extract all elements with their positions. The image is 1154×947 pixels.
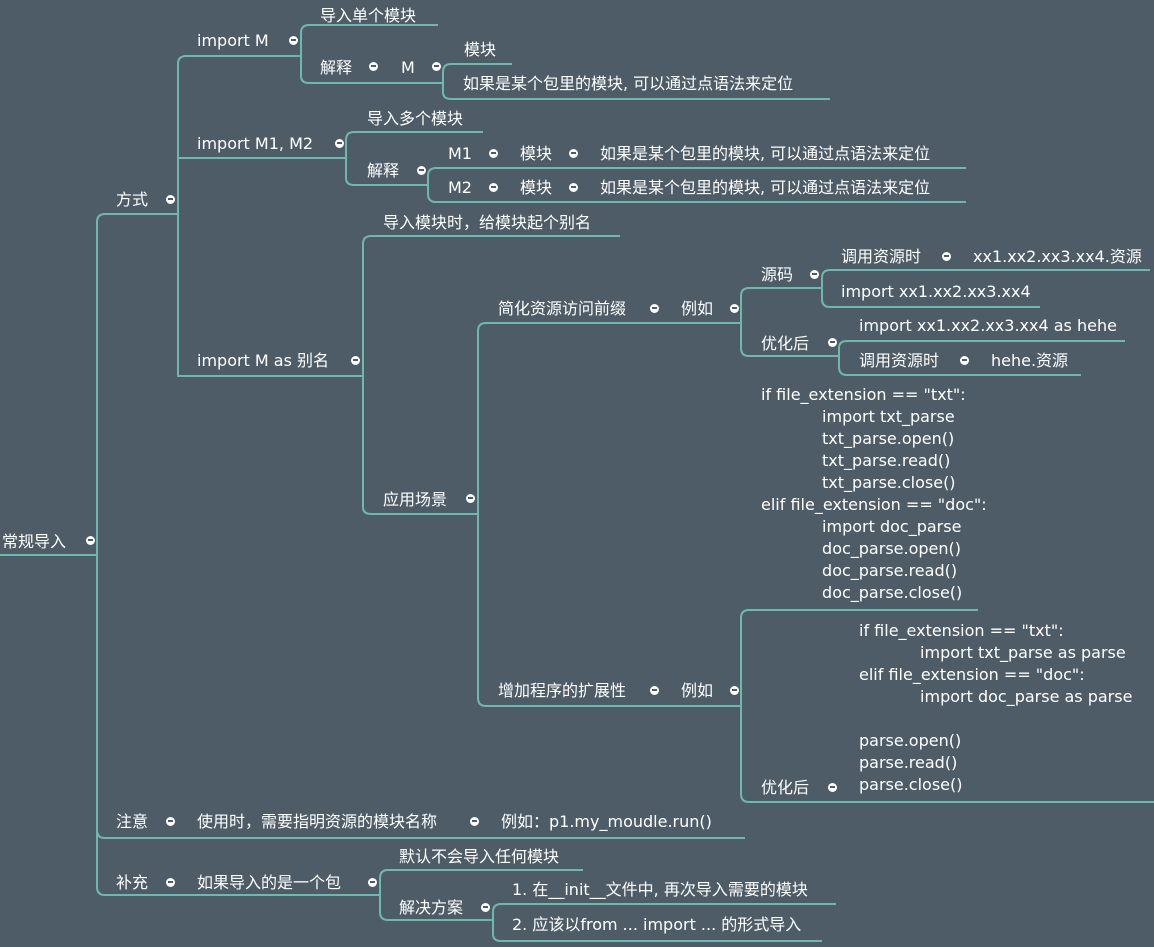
collapse-icon[interactable] (489, 183, 498, 192)
collapse-icon[interactable] (960, 356, 969, 365)
node-supplement[interactable]: 补充 (116, 873, 149, 892)
code-block-original[interactable]: if file_extension == "txt": import txt_p… (761, 384, 987, 604)
collapse-icon[interactable] (289, 36, 298, 45)
node-import-m1m2-explain[interactable]: 解释 (367, 161, 400, 180)
collapse-icon[interactable] (368, 878, 377, 887)
node-m1-note[interactable]: 如果是某个包里的模块, 可以通过点语法来定位 (600, 144, 931, 163)
collapse-icon[interactable] (166, 195, 175, 204)
collapse-icon[interactable] (432, 62, 441, 71)
node-solution[interactable]: 解决方案 (399, 898, 464, 917)
node-m1-module[interactable]: 模块 (520, 144, 553, 163)
node-import-as[interactable]: import M as 别名 (197, 351, 330, 370)
code-line: doc_parse.read() (761, 561, 958, 580)
code-line: parse.open() (859, 731, 962, 750)
code-line: if file_extension == "txt": (859, 621, 1064, 640)
collapse-icon[interactable] (351, 356, 360, 365)
node-simplify-example[interactable]: 例如 (681, 299, 714, 318)
collapse-icon[interactable] (166, 878, 175, 887)
node-m1[interactable]: M1 (448, 144, 472, 163)
collapse-icon[interactable] (335, 139, 344, 148)
code-line: txt_parse.close() (761, 473, 956, 492)
node-extend[interactable]: 增加程序的扩展性 (498, 681, 627, 700)
collapse-icon[interactable] (942, 252, 951, 261)
node-optimized-2[interactable]: 优化后 (761, 778, 810, 797)
collapse-icon[interactable] (369, 62, 378, 71)
node-m2[interactable]: M2 (448, 178, 472, 197)
code-line: elif file_extension == "doc": (761, 495, 987, 514)
node-opt-path[interactable]: hehe.资源 (991, 351, 1069, 370)
collapse-icon[interactable] (828, 338, 837, 347)
node-m2-note[interactable]: 如果是某个包里的模块, 可以通过点语法来定位 (600, 178, 931, 197)
node-extend-example[interactable]: 例如 (681, 681, 714, 700)
code-line: txt_parse.open() (761, 429, 955, 448)
collapse-icon[interactable] (730, 304, 739, 313)
code-line: import doc_parse as parse (859, 687, 1133, 706)
node-scenario[interactable]: 应用场景 (383, 490, 448, 509)
node-notice-example[interactable]: 例如：p1.my_moudle.run() (501, 812, 712, 831)
collapse-icon[interactable] (828, 783, 837, 792)
collapse-icon[interactable] (650, 686, 659, 695)
collapse-icon[interactable] (466, 494, 475, 503)
node-import-m-module[interactable]: 模块 (464, 40, 497, 59)
collapse-icon[interactable] (166, 817, 175, 826)
node-solution-2[interactable]: 2. 应该以from ... import ... 的形式导入 (512, 915, 802, 934)
node-source-import[interactable]: import xx1.xx2.xx3.xx4 (841, 282, 1031, 301)
collapse-icon[interactable] (569, 183, 578, 192)
node-opt-import[interactable]: import xx1.xx2.xx3.xx4 as hehe (859, 316, 1117, 335)
node-source[interactable]: 源码 (761, 265, 794, 284)
node-solution-1[interactable]: 1. 在__init__文件中, 再次导入需要的模块 (512, 880, 808, 899)
code-line: import doc_parse (761, 517, 962, 536)
code-line: parse.read() (859, 753, 958, 772)
code-block-optimized[interactable]: if file_extension == "txt": import txt_p… (859, 620, 1132, 796)
node-opt-call[interactable]: 调用资源时 (859, 351, 940, 370)
node-notice-text[interactable]: 使用时，需要指明资源的模块名称 (197, 812, 438, 831)
code-line: doc_parse.close() (761, 583, 963, 602)
code-line: if file_extension == "txt": (761, 385, 966, 404)
node-source-call[interactable]: 调用资源时 (841, 247, 922, 266)
node-import-m-explain[interactable]: 解释 (320, 58, 353, 77)
root-node[interactable]: 常规导入 (2, 532, 67, 551)
node-simplify[interactable]: 简化资源访问前缀 (498, 299, 627, 318)
node-import-m1m2-desc[interactable]: 导入多个模块 (367, 109, 464, 128)
code-line: import txt_parse (761, 407, 955, 426)
collapse-icon[interactable] (470, 817, 479, 826)
node-import-m-note[interactable]: 如果是某个包里的模块, 可以通过点语法来定位 (463, 74, 794, 93)
node-notice[interactable]: 注意 (116, 812, 149, 831)
code-line: txt_parse.read() (761, 451, 951, 470)
code-line: doc_parse.open() (761, 539, 961, 558)
node-m2-module[interactable]: 模块 (520, 178, 553, 197)
code-line (859, 708, 1132, 730)
collapse-icon[interactable] (730, 686, 739, 695)
node-fangshi[interactable]: 方式 (116, 190, 149, 209)
node-import-as-desc[interactable]: 导入模块时，给模块起个别名 (383, 213, 592, 232)
node-supplement-default[interactable]: 默认不会导入任何模块 (399, 847, 560, 866)
collapse-icon[interactable] (481, 903, 490, 912)
collapse-icon[interactable] (810, 270, 819, 279)
code-line: parse.close() (859, 775, 963, 794)
node-import-m1m2[interactable]: import M1, M2 (197, 134, 314, 153)
collapse-icon[interactable] (417, 166, 426, 175)
collapse-icon[interactable] (489, 149, 498, 158)
node-optimized-1[interactable]: 优化后 (761, 334, 810, 353)
collapse-icon[interactable] (569, 149, 578, 158)
collapse-icon[interactable] (86, 536, 95, 545)
node-import-m[interactable]: import M (197, 31, 269, 50)
node-import-m-m[interactable]: M (401, 58, 415, 77)
node-supplement-case[interactable]: 如果导入的是一个包 (197, 873, 342, 892)
node-import-m-desc[interactable]: 导入单个模块 (320, 6, 417, 25)
code-line: elif file_extension == "doc": (859, 665, 1085, 684)
code-line: import txt_parse as parse (859, 643, 1126, 662)
node-source-path[interactable]: xx1.xx2.xx3.xx4.资源 (973, 247, 1142, 266)
collapse-icon[interactable] (650, 304, 659, 313)
